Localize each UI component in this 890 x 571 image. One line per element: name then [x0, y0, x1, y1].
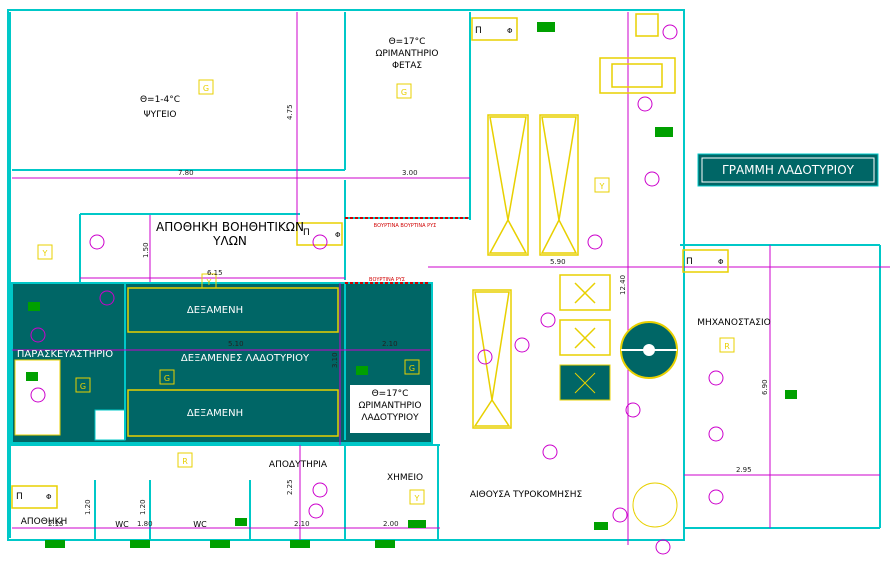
- zone-y4: Y: [414, 494, 420, 503]
- walls: [7, 9, 881, 541]
- zone-g3: G: [80, 382, 86, 391]
- pi-3: Π: [16, 492, 23, 502]
- pi-1: Π: [475, 26, 482, 36]
- zone-markers: [37, 79, 735, 505]
- dim-120a: 1.20: [84, 499, 92, 515]
- phi-3: Φ: [46, 493, 52, 501]
- wc1-label: WC: [115, 520, 129, 529]
- fridge-temp: Θ=1-4°C: [140, 95, 180, 105]
- zone-y1: Y: [42, 249, 48, 258]
- teal-area: [11, 282, 433, 444]
- tank-top-label: ΔΕΞΑΜΕΝΗ: [187, 305, 243, 316]
- dim-225: 2.25: [286, 479, 294, 495]
- ripen-name1: ΩΡΙΜΑΝΤΗΡΙΟ: [358, 401, 421, 411]
- dim-180: 1.80: [137, 520, 153, 528]
- hall-label: ΑΙΘΟΥΣΑ ΤΥΡΟΚΟΜΗΣΗΣ: [470, 490, 583, 500]
- storage-aux-2: ΥΛΩΝ: [212, 234, 247, 248]
- zone-g2: G: [401, 88, 407, 97]
- engine-label: ΜΗΧΑΝΟΣΤΑΣΙΟ: [697, 318, 770, 328]
- zone-g5: G: [409, 364, 415, 373]
- tank-bottom: [127, 389, 339, 437]
- storage-aux-1: ΑΠΟΘΗΚΗ ΒΟΗΘΗΤΙΚΩΝ: [156, 220, 304, 234]
- dim-300: 3.00: [402, 169, 418, 177]
- green-tags: [26, 22, 797, 548]
- tank-bottom-label: ΔΕΞΑΜΕΝΗ: [187, 408, 243, 419]
- phi-2: Φ: [718, 258, 724, 266]
- prep-label: ΠΑΡΑΣΚΕΥΑΣΤΗΡΙΟ: [17, 349, 113, 360]
- feta-temp: Θ=17°C: [389, 37, 426, 47]
- zone-g1: G: [203, 84, 209, 93]
- dim-120b: 1.20: [139, 499, 147, 515]
- pi-4: Π: [303, 228, 310, 238]
- dim-210b: 2.10: [382, 340, 398, 348]
- dim-150: 1.50: [142, 242, 150, 258]
- phi-1: Φ: [507, 27, 513, 35]
- fridge-name: ΨΥΓΕΙΟ: [143, 110, 176, 120]
- title-box: [697, 153, 879, 187]
- equip-circles: [30, 24, 724, 555]
- dim-475: 4.75: [286, 104, 294, 120]
- ripen-temp: Θ=17°C: [372, 389, 409, 399]
- phi-4: Φ: [335, 231, 341, 239]
- zone-y2: Y: [206, 278, 212, 287]
- tanks-label: ΔΕΞΑΜΕΝΕΣ ΛΑΔΟΤΥΡΙΟΥ: [181, 353, 310, 364]
- round-equip: [632, 482, 678, 528]
- dim-780: 7.80: [178, 169, 194, 177]
- dim-615: 6.15: [207, 269, 223, 277]
- dim-200: 2.00: [383, 520, 399, 528]
- zone-r2: R: [182, 457, 188, 466]
- prep-door: [94, 409, 126, 441]
- wc2-label: WC: [193, 520, 207, 529]
- zone-g4: G: [164, 374, 170, 383]
- title-text: ΓΡΑΜΜΗ ΛΑΔΟΤΥΡΙΟΥ: [722, 163, 855, 177]
- dim-210: 2.10: [294, 520, 310, 528]
- dimension-lines: [12, 12, 890, 545]
- chem-label: ΧΗΜΕΙΟ: [387, 473, 423, 483]
- feta-name1: ΩΡΙΜΑΝΤΗΡΙΟ: [375, 49, 438, 59]
- dim-295: 2.95: [736, 466, 752, 474]
- tank-top: [127, 287, 339, 333]
- dim-1240: 12.40: [619, 275, 627, 295]
- pi-2: Π: [686, 257, 693, 267]
- zone-r1: R: [724, 342, 730, 351]
- dim-690: 6.90: [761, 379, 769, 395]
- zone-y3: Y: [599, 182, 605, 191]
- ripen-name2: ΛΑΔΟΤΥΡΙΟΥ: [361, 413, 419, 423]
- dim-590: 5.90: [550, 258, 566, 266]
- dim-215: 2.15: [48, 520, 64, 528]
- changing-label: ΑΠΟΔΥΤΗΡΙΑ: [269, 460, 328, 470]
- dim-510: 5.10: [228, 340, 244, 348]
- storage-label: ΑΠΟΘΗΚΗ: [21, 517, 68, 527]
- teal-machine: [559, 364, 611, 401]
- feta-name2: ΦΕΤΑΣ: [392, 61, 422, 71]
- equipment: [11, 13, 729, 509]
- dim-310: 3.10: [331, 352, 339, 368]
- ripen-label-box: [350, 385, 430, 433]
- curtain-label: ΒΟΥΡΤΙΝΑ ΒΟΥΡΤΙΝΑ ΡΥΣ: [374, 223, 437, 229]
- curtain2-label: ΒΟΥΡΤΙΝΑ ΡΥΣ: [369, 277, 405, 283]
